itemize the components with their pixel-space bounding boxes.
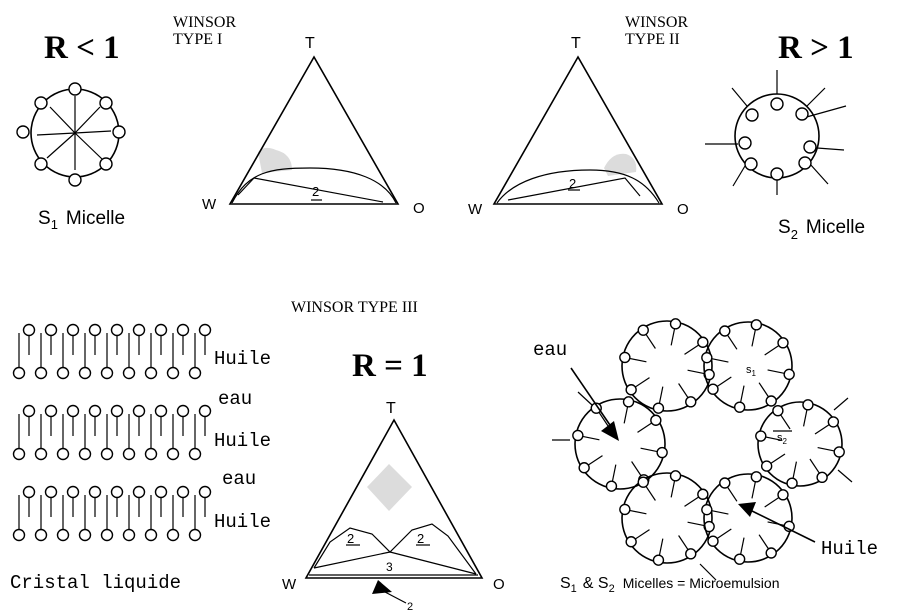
triangle-winsor-type2: 2 T W O — [468, 35, 689, 218]
vertex-o-type3: O — [493, 576, 505, 593]
ratio-label-r-greater-1: R > 1 — [778, 30, 854, 66]
arrow-eau — [570, 367, 619, 441]
phase-label-2-left: 2 — [347, 531, 354, 546]
triangle-winsor-type1: 2 T W O — [202, 35, 425, 217]
vertex-o-type1: O — [413, 200, 425, 217]
vertex-w-type1: W — [202, 196, 217, 213]
label-huile-microemulsion: Huile — [821, 538, 878, 560]
triangle-winsor-type3: 2 2 3 T W O 2 — [282, 400, 505, 611]
label-huile-2: Huile — [214, 430, 271, 452]
label-eau-1: eau — [218, 388, 252, 410]
phase-label-2-type1: 2 — [312, 184, 319, 199]
apex-t-type2: T — [571, 35, 581, 52]
winsor-type1-line2: TYPE I — [173, 31, 222, 48]
microemulsion-network — [552, 318, 853, 581]
arrow-huile — [738, 502, 816, 543]
phase-label-3: 3 — [386, 560, 393, 574]
vertex-o-type2: O — [677, 201, 689, 218]
winsor-type1-line1: WINSOR — [173, 14, 236, 31]
apex-t-type3: T — [386, 400, 396, 417]
apex-t-type1: T — [305, 35, 315, 52]
s2-inner-label: s2 — [777, 432, 788, 446]
phase-label-2-type2: 2 — [569, 176, 576, 191]
winsor-type3-label: WINSOR TYPE III — [291, 299, 418, 316]
vertex-w-type2: W — [468, 201, 483, 218]
ratio-label-r-less-1: R < 1 — [44, 30, 120, 66]
liquid-crystal-stacks — [12, 323, 212, 542]
s1-micelle-drawing — [16, 82, 126, 187]
s2-micelle-drawing — [705, 70, 847, 195]
phase-label-2-right: 2 — [417, 531, 424, 546]
ratio-label-r-equal-1: R = 1 — [352, 348, 428, 384]
label-huile-1: Huile — [214, 348, 271, 370]
label-huile-3: Huile — [214, 511, 271, 533]
label-eau-microemulsion: eau — [533, 339, 567, 361]
winsor-type2-line2: TYPE II — [625, 31, 680, 48]
label-cristal-liquide: Cristal liquide — [10, 572, 181, 594]
winsor-type2-line1: WINSOR — [625, 14, 688, 31]
phase-label-2-bottom: 2 — [407, 601, 413, 611]
s1-inner-label: s1 — [746, 364, 757, 378]
label-eau-2: eau — [222, 468, 256, 490]
vertex-w-type3: W — [282, 576, 297, 593]
